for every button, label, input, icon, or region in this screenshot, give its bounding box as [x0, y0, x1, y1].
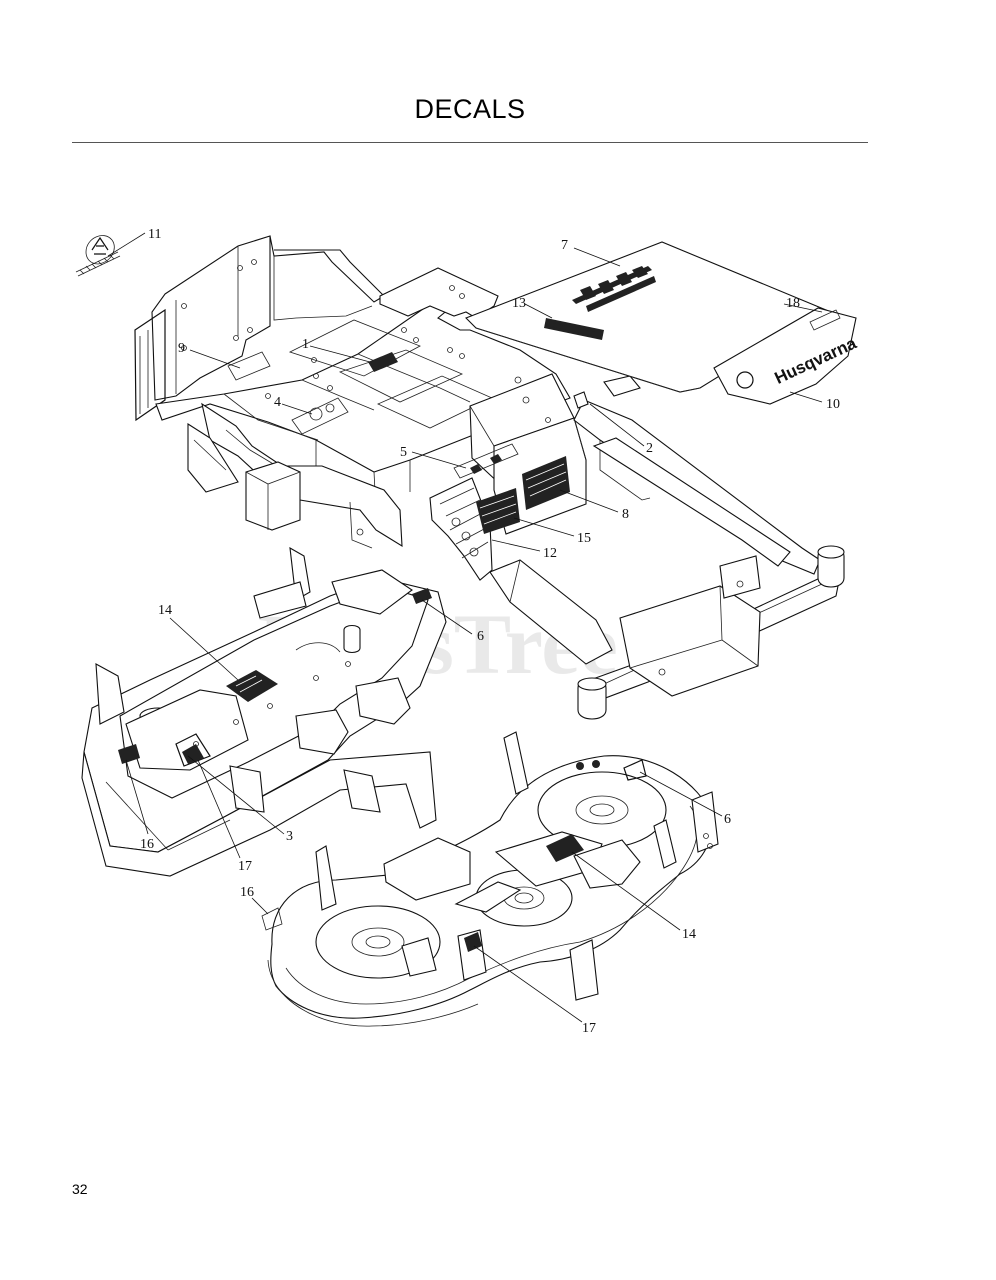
callout-14-lower: 14: [682, 927, 696, 942]
callout-5: 5: [400, 445, 407, 460]
callout-3: 3: [286, 829, 293, 844]
callout-1: 1: [302, 337, 309, 352]
callout-16-upper: 16: [140, 837, 154, 852]
frame-decals: [227, 351, 589, 534]
callout-10: 10: [826, 397, 840, 412]
callout-17-upper: 17: [238, 859, 252, 874]
callout-8: 8: [622, 507, 629, 522]
callout-7: 7: [561, 238, 568, 253]
callout-4: 4: [274, 395, 281, 410]
logo-decal-11: [75, 235, 121, 277]
callout-15: 15: [577, 531, 591, 546]
tractor-frame: [134, 235, 845, 720]
page-title: DECALS: [414, 94, 526, 124]
callout-9: 9: [178, 341, 185, 356]
callout-6-upper: 6: [477, 629, 484, 644]
callout-labels: 11 7 13 18 9 1 10 4 2 5 8 15 12 14 6 3 1…: [140, 227, 840, 1036]
callout-11: 11: [148, 227, 161, 242]
frame-bolt-holes: [181, 259, 744, 676]
mower-deck-upper: [81, 546, 447, 877]
leader-lines: [107, 232, 823, 1023]
callout-16-lower: 16: [240, 885, 254, 900]
callout-12: 12: [543, 546, 557, 561]
title-divider: [72, 142, 868, 143]
callout-13: 13: [512, 296, 526, 311]
page-number: 32: [72, 1181, 88, 1197]
callout-18: 18: [786, 296, 800, 311]
callout-14-upper: 14: [158, 603, 172, 618]
mower-deck-lower: [261, 731, 719, 1027]
callout-17-lower: 17: [582, 1021, 596, 1036]
hood-panel: Husqvarna: [465, 241, 860, 405]
callout-6-lower: 6: [724, 812, 731, 827]
callout-2: 2: [646, 441, 653, 456]
